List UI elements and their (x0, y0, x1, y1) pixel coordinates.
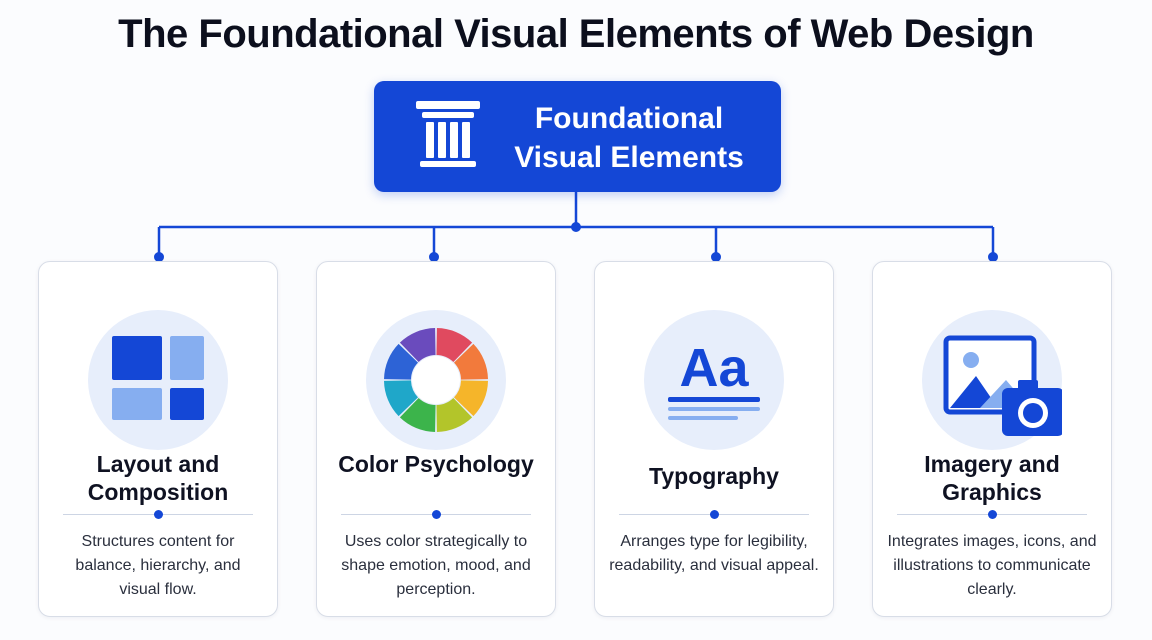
card-description: Integrates images, icons, and illustrati… (887, 533, 1097, 598)
card-title: Layout and Composition (87, 451, 229, 505)
card-typography: Aa Typography Arranges type for legibili… (594, 261, 834, 617)
card-title: Color Psychology (338, 451, 534, 477)
svg-text:Aa: Aa (679, 338, 749, 398)
color-wheel-segment (384, 380, 419, 417)
icon-circle: Aa (644, 310, 784, 450)
color-wheel-segment (436, 328, 473, 363)
card-color-psychology: Color Psychology Uses color strategicall… (316, 261, 556, 617)
card-imagery-graphics: Imagery and Graphics Integrates images, … (872, 261, 1112, 617)
icon-circle (922, 310, 1062, 450)
card-description: Structures content for balance, hierarch… (75, 533, 241, 598)
card-description: Arranges type for legibility, readabilit… (609, 533, 819, 574)
divider-dot (432, 510, 441, 519)
icon-circle (88, 310, 228, 450)
layout-grid-icon (112, 336, 204, 420)
color-wheel-segment (384, 343, 419, 380)
icon-circle (366, 310, 506, 450)
card-layout-composition: Layout and Composition Structures conten… (38, 261, 278, 617)
color-wheel-segment (399, 328, 436, 363)
color-wheel-icon (384, 328, 488, 432)
card-title: Typography (649, 463, 779, 489)
typography-icon: Aa (668, 338, 760, 420)
color-wheel-center (412, 356, 460, 404)
root-label: Foundational Visual Elements (514, 102, 744, 174)
page-title: The Foundational Visual Elements of Web … (118, 12, 1034, 56)
color-wheel-segment (436, 397, 473, 432)
pillar-icon (416, 101, 480, 167)
connector-dot (571, 222, 581, 232)
color-wheel-segment (399, 397, 436, 432)
divider-dot (154, 510, 163, 519)
divider-dot (988, 510, 997, 519)
color-wheel-segment (453, 343, 488, 380)
image-camera-icon (943, 335, 1062, 436)
card-description: Uses color strategically to shape emotio… (341, 533, 531, 598)
card-title: Imagery and Graphics (924, 451, 1060, 505)
color-wheel-segment (453, 380, 488, 417)
divider-dot (710, 510, 719, 519)
root-node: Foundational Visual Elements (374, 81, 781, 192)
